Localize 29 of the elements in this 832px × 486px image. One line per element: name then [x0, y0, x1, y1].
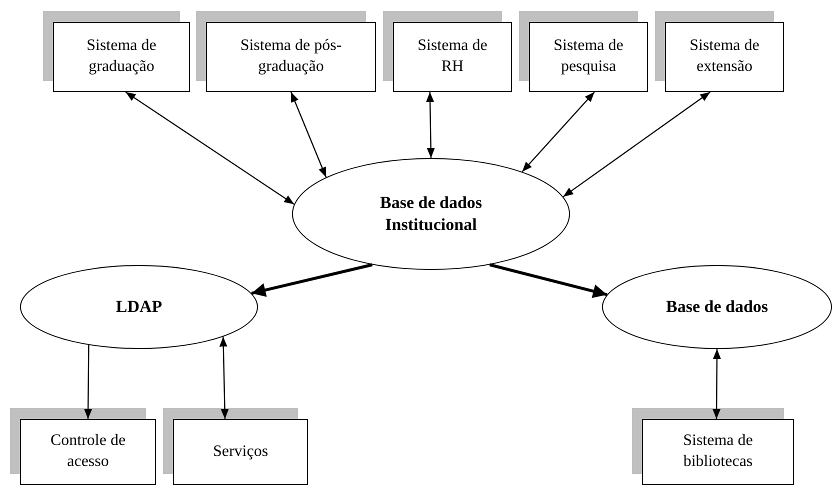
arrow [219, 336, 229, 420]
arrow [84, 345, 92, 419]
arrow [712, 349, 721, 419]
system-box [173, 419, 308, 485]
thick-arrow [489, 263, 608, 298]
system-box [665, 22, 784, 92]
system-box [20, 419, 156, 485]
arrow [125, 92, 294, 205]
system-box [206, 22, 376, 92]
node-label: Sistema de RH [416, 36, 488, 77]
system-box [53, 22, 190, 92]
system-box [642, 419, 794, 485]
arrow [290, 92, 327, 178]
arrow [522, 92, 595, 172]
node-label: Sistema de graduação [86, 36, 158, 77]
node-label: Controle de acesso [49, 431, 127, 472]
node-label: Sistema de pesquisa [552, 36, 624, 77]
node-label: Base de dados Institucional [378, 192, 484, 236]
thick-arrow [251, 263, 373, 297]
node-label: Sistema de pós-graduação [239, 36, 343, 77]
arrow [562, 92, 711, 198]
node-label: LDAP [116, 296, 162, 318]
system-box [529, 22, 648, 92]
node-label: Serviços [212, 442, 268, 462]
node-label: Base de dados [666, 296, 768, 318]
node-label: Sistema de extensão [688, 36, 760, 77]
system-box [393, 22, 512, 92]
node-label: Sistema de bibliotecas [682, 431, 754, 472]
arrow [426, 92, 435, 158]
